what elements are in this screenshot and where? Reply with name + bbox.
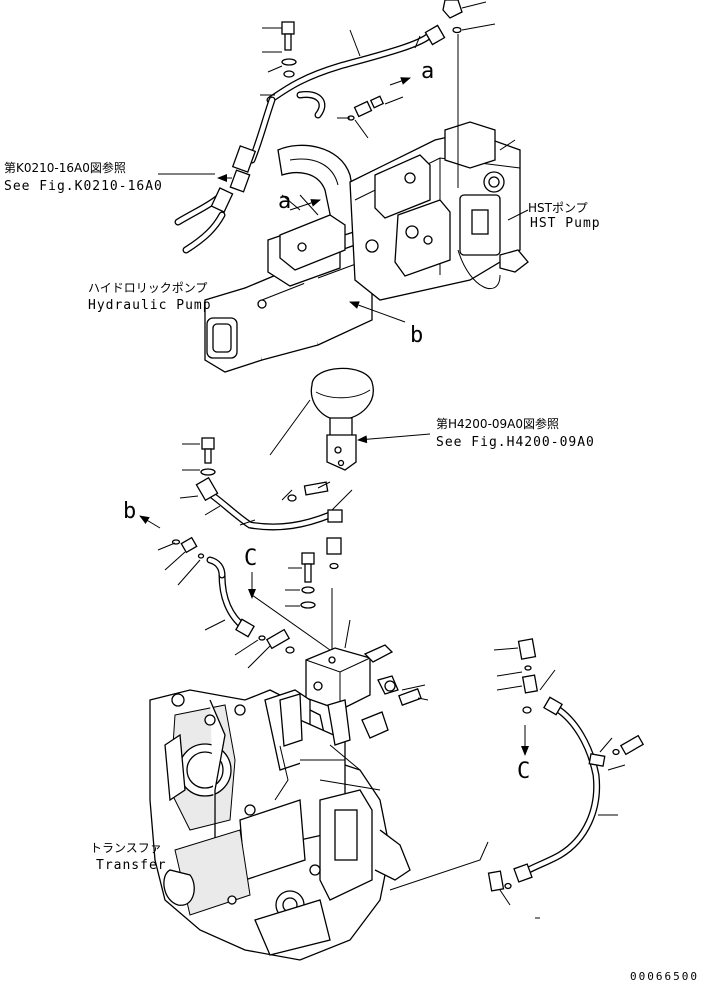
left-hose — [174, 187, 234, 254]
right-leaders — [389, 647, 626, 919]
ref-h4200-en-label: See Fig.H4200-09A0 — [436, 435, 595, 450]
hst-pump-en-label: HST Pump — [530, 216, 601, 231]
top-leaders — [158, 1, 529, 323]
labels: 第K0210-16A0図参照 See Fig.K0210-16A0 HSTポンプ… — [4, 59, 699, 983]
accumulator — [310, 367, 374, 471]
hst-pump — [349, 121, 529, 301]
hydraulic-pump-en-label: Hydraulic Pump — [88, 298, 212, 313]
ref-h4200-jp-label: 第H4200-09A0図参照 — [436, 416, 559, 431]
pump-assembly — [204, 121, 529, 373]
marker-b-top: b — [410, 323, 423, 348]
hst-pump-jp-label: HSTポンプ — [528, 201, 588, 215]
transfer-en-label: Transfer — [96, 858, 167, 873]
transfer-case — [149, 689, 411, 961]
marker-c-mid: C — [244, 546, 257, 571]
marker-a-top: a — [421, 59, 434, 84]
drawing-number: 00066500 — [630, 970, 699, 983]
valve-block — [305, 644, 422, 711]
marker-a-mid: a — [278, 189, 291, 214]
hydraulic-pump-jp-label: ハイドロリックポンプ — [88, 281, 207, 295]
top-hose — [229, 0, 463, 193]
middle-hoses — [195, 476, 343, 638]
middle-fasteners — [171, 437, 396, 692]
right-hose-assembly — [487, 638, 645, 892]
ref-k0210-en-label: See Fig.K0210-16A0 — [4, 179, 163, 194]
marker-b-mid: b — [123, 499, 136, 524]
top-fasteners — [281, 21, 462, 121]
transfer-jp-label: トランスファ — [90, 841, 162, 855]
marker-c-right: C — [517, 759, 530, 784]
ref-k0210-jp-label: 第K0210-16A0図参照 — [4, 160, 126, 175]
